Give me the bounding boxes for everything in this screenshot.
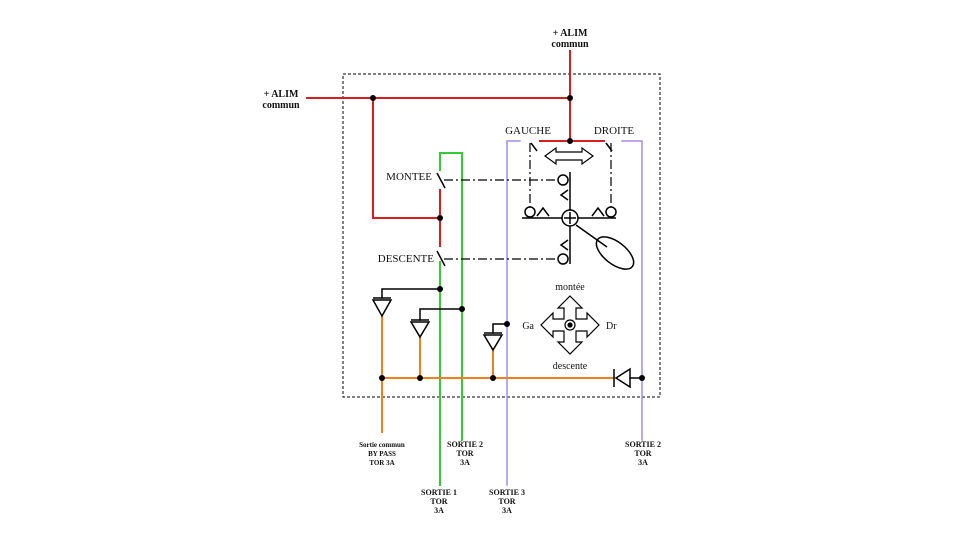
svg-text:Sortie commun: Sortie commun — [359, 441, 405, 449]
output-sortie2-right-label: SORTIE 2 TOR 3A — [625, 440, 661, 467]
direction-cross — [540, 295, 600, 355]
joystick-right-label: Dr — [606, 321, 617, 332]
alim-left-line2: commun — [262, 100, 300, 111]
svg-text:TOR: TOR — [498, 497, 515, 506]
svg-text:TOR: TOR — [634, 449, 651, 458]
green-wiring — [439, 152, 463, 486]
alim-top-line2: commun — [551, 39, 589, 50]
svg-text:3A: 3A — [502, 506, 512, 515]
joystick-mechanism — [522, 172, 635, 270]
diode-bypass-4 — [613, 367, 631, 389]
svg-text:TOR 3A: TOR 3A — [369, 459, 394, 467]
left-right-arrow — [543, 146, 595, 166]
label-descente: DESCENTE — [378, 253, 435, 265]
alim-top-line1: + ALIM — [553, 28, 588, 39]
mechanical-linkage — [444, 143, 612, 260]
purple-wiring — [506, 140, 643, 486]
svg-text:3A: 3A — [434, 506, 444, 515]
svg-text:SORTIE 2: SORTIE 2 — [625, 440, 661, 449]
svg-text:SORTIE 1: SORTIE 1 — [421, 488, 457, 497]
label-montee: MONTEE — [386, 171, 432, 183]
svg-text:3A: 3A — [460, 458, 470, 467]
output-bypass-label: Sortie commun BY PASS TOR 3A — [359, 441, 405, 467]
enclosure-box — [342, 73, 661, 398]
svg-text:3A: 3A — [638, 458, 648, 467]
alim-left-line1: + ALIM — [264, 89, 299, 100]
joystick-up-label: montée — [555, 282, 585, 293]
label-droite: DROITE — [594, 125, 635, 137]
diode-bypass-3 — [482, 332, 504, 352]
output-sortie1-label: SORTIE 1 TOR 3A — [421, 488, 457, 515]
diode-bypass-2 — [409, 319, 431, 339]
alim-wiring — [306, 50, 605, 247]
joystick-down-label: descente — [553, 361, 588, 372]
svg-text:SORTIE 2: SORTIE 2 — [447, 440, 483, 449]
diode-bypass-1 — [371, 297, 393, 318]
svg-text:TOR: TOR — [456, 449, 473, 458]
label-gauche: GAUCHE — [505, 125, 551, 137]
svg-text:SORTIE 3: SORTIE 3 — [489, 488, 525, 497]
diode-feeds — [381, 288, 643, 379]
svg-text:BY PASS: BY PASS — [368, 450, 396, 458]
junction-dots — [370, 95, 645, 381]
output-sortie3-label: SORTIE 3 TOR 3A — [489, 488, 525, 515]
joystick-left-label: Ga — [522, 321, 534, 332]
svg-text:TOR: TOR — [430, 497, 447, 506]
output-sortie2-left-label: SORTIE 2 TOR 3A — [447, 440, 483, 467]
